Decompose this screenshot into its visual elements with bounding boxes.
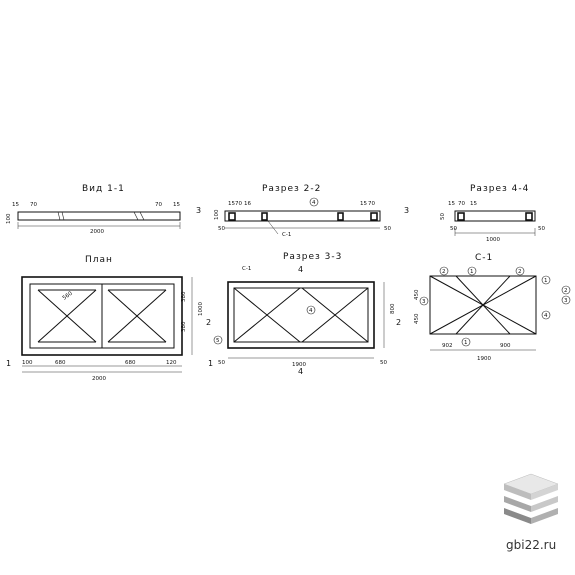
svg-text:15: 15 — [173, 202, 180, 208]
svg-text:4: 4 — [312, 200, 316, 206]
svg-text:900: 900 — [500, 343, 511, 349]
svg-text:450: 450 — [414, 313, 420, 324]
detail-c1-frame — [429, 275, 537, 335]
svg-text:15: 15 — [228, 201, 235, 207]
svg-text:15: 15 — [360, 201, 367, 207]
detail-c1-title: С-1 — [475, 253, 493, 263]
section-2-2-slab — [224, 210, 381, 222]
svg-text:50: 50 — [380, 360, 387, 366]
svg-text:50: 50 — [538, 226, 545, 232]
svg-text:4: 4 — [309, 308, 313, 314]
svg-text:380: 380 — [181, 291, 187, 302]
view-1-1-length: 2000 — [90, 229, 104, 235]
section-2-2: Разрез 2-2 С-1 4 3 3 15 70 16 15 70 50 5… — [196, 184, 409, 238]
svg-text:70: 70 — [235, 201, 242, 207]
section-2-2-marker-4 — [309, 197, 319, 207]
svg-text:50: 50 — [218, 226, 225, 232]
view-1-1: Вид 1-1 2000 15 70 70 15 100 — [6, 184, 181, 235]
svg-text:120: 120 — [166, 360, 177, 366]
svg-text:70: 70 — [458, 201, 465, 207]
section-4-4-slab — [454, 210, 536, 222]
svg-text:450: 450 — [414, 289, 420, 300]
svg-text:50: 50 — [218, 360, 225, 366]
svg-text:50: 50 — [440, 213, 446, 220]
svg-text:70: 70 — [368, 201, 375, 207]
svg-text:2: 2 — [206, 318, 211, 327]
plan-width: 1000 — [198, 302, 204, 316]
section-3-3-marker-4 — [306, 305, 316, 315]
svg-text:902: 902 — [442, 343, 453, 349]
section-3-3-frame — [227, 281, 375, 349]
svg-text:4: 4 — [298, 265, 303, 274]
plan-length: 2000 — [92, 376, 106, 382]
svg-text:2: 2 — [518, 269, 522, 275]
detail-c1: С-1 902 900 1900 450 450 2 1 2 3 1 1 2 3… — [414, 253, 571, 362]
view-1-1-slab — [17, 211, 181, 221]
section-3-3: Разрез 3-3 4 С-1 4 4 2 2 1900 50 50 800 … — [206, 252, 401, 376]
svg-text:560: 560 — [62, 290, 74, 301]
detail-c1-length: 1900 — [477, 356, 491, 362]
view-1-1-title: Вид 1-1 — [82, 184, 125, 194]
svg-text:1: 1 — [464, 340, 468, 346]
svg-text:4: 4 — [544, 313, 548, 319]
svg-text:3: 3 — [564, 298, 568, 304]
svg-text:3: 3 — [196, 206, 201, 215]
svg-text:1: 1 — [470, 269, 474, 275]
svg-text:5: 5 — [216, 338, 220, 344]
svg-text:50: 50 — [384, 226, 391, 232]
site-watermark: gbi22.ru — [506, 538, 557, 552]
section-3-3-title: Разрез 3-3 — [283, 252, 342, 262]
section-4-4: Разрез 4-4 1000 15 70 15 50 50 50 — [440, 184, 545, 243]
section-3-3-length: 1900 — [292, 362, 306, 368]
section-4-4-length: 1000 — [486, 237, 500, 243]
svg-text:15: 15 — [470, 201, 477, 207]
svg-text:15: 15 — [448, 201, 455, 207]
section-2-2-title: Разрез 2-2 — [262, 184, 321, 194]
gbi-logo-icon — [503, 473, 559, 524]
svg-text:70: 70 — [30, 202, 37, 208]
section-2-2-c1-mark: С-1 — [282, 232, 291, 238]
svg-text:2: 2 — [564, 288, 568, 294]
plan-title: План — [85, 255, 113, 265]
plan-outer-frame — [21, 276, 183, 356]
svg-text:1: 1 — [544, 278, 548, 284]
svg-text:680: 680 — [125, 360, 136, 366]
svg-text:2: 2 — [442, 269, 446, 275]
svg-text:100: 100 — [214, 209, 220, 220]
svg-text:100: 100 — [22, 360, 33, 366]
svg-text:680: 680 — [55, 360, 66, 366]
svg-text:3: 3 — [422, 299, 426, 305]
svg-text:16: 16 — [244, 201, 251, 207]
svg-text:3: 3 — [404, 206, 409, 215]
svg-text:15: 15 — [12, 202, 19, 208]
svg-text:2: 2 — [396, 318, 401, 327]
svg-text:4: 4 — [298, 367, 303, 376]
svg-text:70: 70 — [155, 202, 162, 208]
svg-text:800: 800 — [390, 303, 396, 314]
svg-text:380: 380 — [181, 321, 187, 332]
section-4-4-title: Разрез 4-4 — [470, 184, 529, 194]
svg-text:100: 100 — [6, 213, 12, 224]
svg-text:50: 50 — [450, 226, 457, 232]
svg-text:1: 1 — [6, 359, 11, 368]
svg-text:1: 1 — [208, 359, 213, 368]
section-3-3-c1-mark: С-1 — [242, 266, 251, 272]
plan-view: План 2000 100 680 680 120 1000 380 380 1… — [6, 255, 213, 382]
